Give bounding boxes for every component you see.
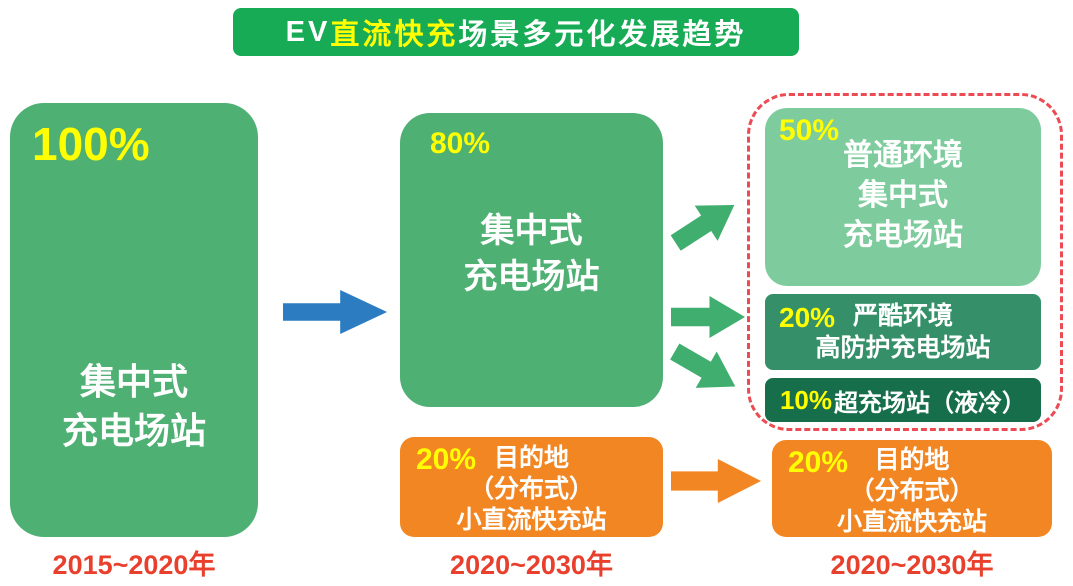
stage2-percent: 80%: [430, 127, 491, 160]
stage3-harsh-box: 20% 严酷环境 高防护充电场站: [765, 294, 1041, 370]
stage1-label: 集中式 充电场站: [10, 358, 258, 455]
stage2-destination-percent: 20%: [416, 443, 477, 476]
stage2-destination-box: 20% 目的地 （分布式） 小直流快充站: [400, 437, 663, 537]
stage3-normal-line2: 集中式: [858, 179, 948, 212]
stage1-box: 100% 集中式 充电场站: [10, 103, 258, 537]
stage1-label-line2: 充电场站: [61, 409, 206, 451]
stage3-normal-percent: 50%: [779, 114, 840, 147]
stage3-harsh-line1: 严酷环境: [852, 302, 953, 330]
stage3-normal-box: 50% 普通环境 集中式 充电场站: [765, 108, 1041, 286]
stage1-period: 2015~2020年: [52, 550, 216, 580]
stage2-label: 集中式 充电场站: [400, 209, 663, 301]
arrow-stage1-to-stage2-icon: [283, 290, 387, 334]
stage2-destination-line3: 小直流快充站: [456, 506, 607, 534]
stage3-harsh-percent: 20%: [779, 302, 836, 333]
stage2-destination-line2: （分布式）: [468, 475, 594, 503]
arrow-stage2-to-harsh-icon: [671, 296, 745, 338]
stage3-normal-line1: 普通环境: [843, 139, 963, 172]
stage3-harsh-line2: 高防护充电场站: [815, 334, 991, 362]
stage3-destination-line2: （分布式）: [849, 477, 975, 505]
stage3-destination-line1: 目的地: [874, 446, 950, 474]
stage3-period: 2020~2030年: [830, 550, 994, 580]
stage3-destination-box: 20% 目的地 （分布式） 小直流快充站: [772, 440, 1052, 537]
stage3-supercharge-percent: 10%: [779, 384, 833, 415]
stage1-percent: 100%: [32, 118, 150, 170]
stage3-normal-line3: 充电场站: [843, 219, 963, 252]
arrow-stage2-to-supercharge-icon: [664, 333, 746, 404]
title-suffix: 场景多元化发展趋势: [458, 19, 747, 51]
stage2-destination-line1: 目的地: [493, 444, 569, 472]
stage3-supercharge-label: 超充场站（液冷）: [834, 389, 1027, 417]
stage1-label-line1: 集中式: [79, 361, 188, 402]
stage3-destination-line3: 小直流快充站: [836, 508, 987, 536]
title-highlight: 直流快充: [330, 19, 459, 51]
stage2-label-line2: 充电场站: [463, 257, 600, 296]
stage3-destination-percent: 20%: [788, 446, 849, 479]
arrow-destination-icon: [671, 459, 761, 503]
stage2-period: 2020~2030年: [450, 550, 613, 580]
title-prefix: EV: [285, 15, 331, 48]
stage2-label-line1: 集中式: [480, 212, 583, 250]
arrow-stage2-to-normal-icon: [664, 187, 746, 260]
stage3-group: 50% 普通环境 集中式 充电场站 20% 严酷环境 高防护充电场站 10% 超…: [747, 93, 1063, 431]
stage3-supercharge-box: 10% 超充场站（液冷）: [765, 378, 1041, 422]
stage2-main-box: 80% 集中式 充电场站: [400, 113, 663, 407]
